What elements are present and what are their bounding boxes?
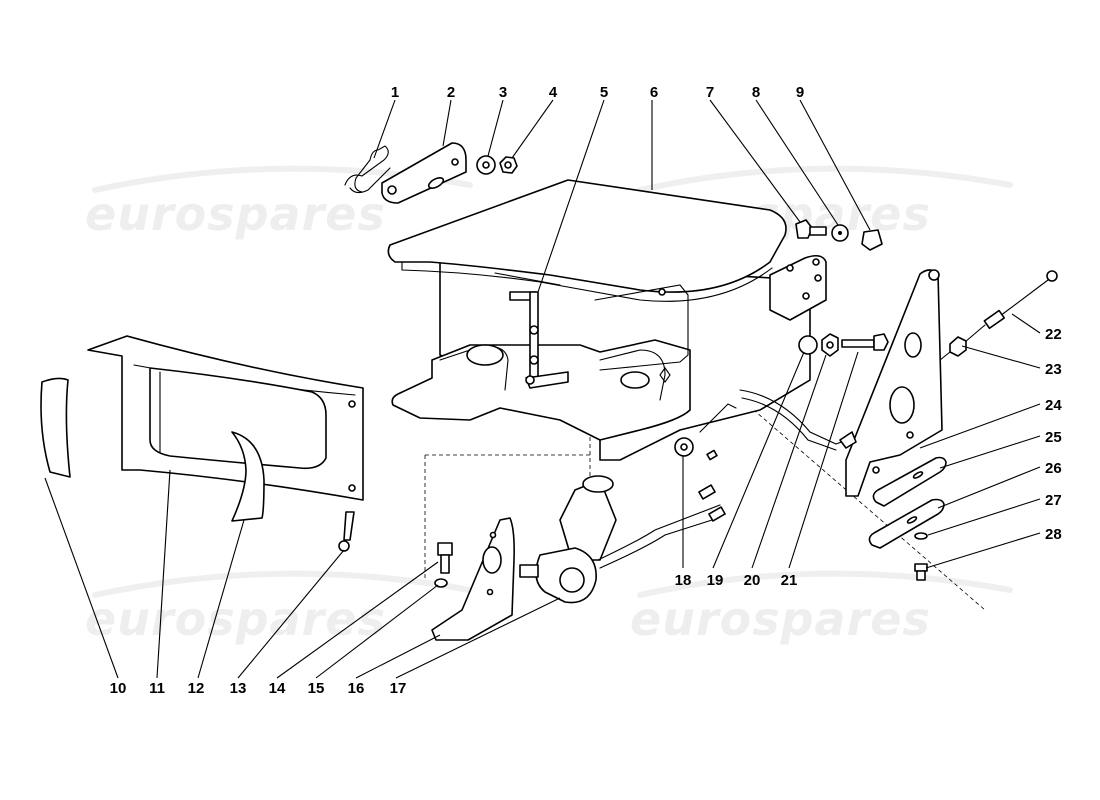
callout-28: 28 <box>1045 526 1062 543</box>
part-14-bolt <box>437 542 453 574</box>
callout-13: 13 <box>230 680 247 697</box>
part-26-plate <box>868 498 945 549</box>
callout-21: 21 <box>781 572 798 589</box>
callout-5: 5 <box>600 84 608 101</box>
callout-20: 20 <box>744 572 761 589</box>
callout-14: 14 <box>269 680 286 697</box>
part-8-washer <box>831 224 849 242</box>
callout-25: 25 <box>1045 429 1062 446</box>
watermark-swoosh <box>92 570 473 598</box>
part-28-screw <box>914 563 928 581</box>
part-7-bolt <box>795 219 827 239</box>
cable-route <box>739 389 853 445</box>
callout-6: 6 <box>650 84 658 101</box>
callout-19: 19 <box>707 572 724 589</box>
part-10-lens-cover <box>40 377 71 478</box>
part-21-bolt <box>841 333 889 351</box>
callout-16: 16 <box>348 680 365 697</box>
callout-3: 3 <box>499 84 507 101</box>
callout-27: 27 <box>1045 492 1062 509</box>
callout-2: 2 <box>447 84 455 101</box>
leader-lines <box>44 99 1041 679</box>
part-9-bushing <box>861 229 883 251</box>
part-20-nut <box>821 333 839 357</box>
part-6-housing <box>387 179 827 461</box>
watermark-text: eurospares <box>85 592 386 646</box>
callout-17: 17 <box>390 680 407 697</box>
callout-4: 4 <box>549 84 558 101</box>
callout-7: 7 <box>706 84 714 101</box>
watermark-text: eurospares <box>630 592 931 646</box>
part-18-spacer <box>674 403 737 461</box>
part-11-headlight-bezel <box>87 335 364 501</box>
callout-labels: 1 2 3 4 5 6 7 8 9 10 11 12 13 14 15 16 1… <box>110 84 1063 697</box>
part-25-plate <box>872 456 947 507</box>
part-13-screw <box>338 511 355 552</box>
callout-15: 15 <box>308 680 325 697</box>
watermark-text: eurospares <box>85 187 386 241</box>
watermark-swoosh <box>637 570 1013 598</box>
watermark-group: eurospares eurospares eurospares eurospa… <box>85 165 1013 646</box>
callout-8: 8 <box>752 84 760 101</box>
part-27-washer <box>914 532 928 540</box>
part-17-motor <box>519 475 726 604</box>
callout-18: 18 <box>675 572 692 589</box>
part-3-washer <box>476 155 496 175</box>
part-1-wire-clip <box>344 145 391 194</box>
watermark-swoosh <box>637 165 1013 193</box>
callout-22: 22 <box>1045 326 1062 343</box>
part-12-lens-cover <box>231 431 265 522</box>
part-5-linkage-rod <box>509 291 569 389</box>
part-2-hinge-plate <box>381 142 467 204</box>
callout-9: 9 <box>796 84 804 101</box>
part-22-cable <box>983 270 1058 330</box>
cable-route <box>741 397 837 451</box>
callout-24: 24 <box>1045 397 1062 414</box>
callout-10: 10 <box>110 680 127 697</box>
callout-1: 1 <box>391 84 399 101</box>
callout-12: 12 <box>188 680 205 697</box>
part-16-mounting-bracket <box>431 517 515 641</box>
part-4-nut <box>499 156 518 174</box>
part-19-washer <box>798 335 818 355</box>
part-24-support-bracket <box>839 269 943 497</box>
callout-26: 26 <box>1045 460 1062 477</box>
callout-11: 11 <box>149 680 165 697</box>
callout-23: 23 <box>1045 361 1062 378</box>
